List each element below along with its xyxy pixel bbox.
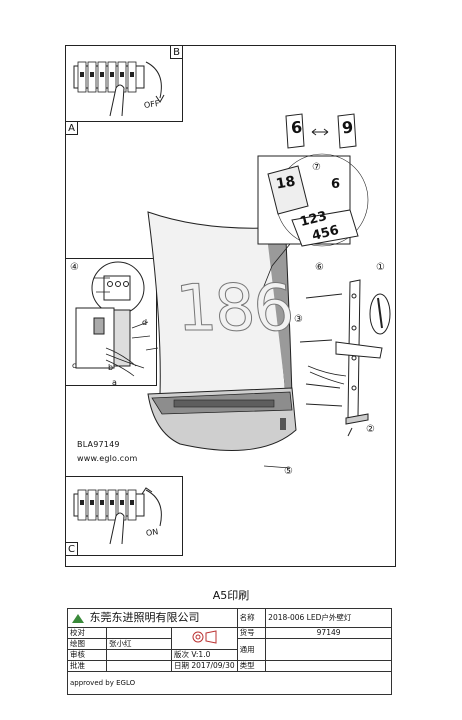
number-plate-detail	[257, 113, 369, 247]
part-label: 货号	[236, 627, 267, 639]
wire-label-c: c	[72, 361, 77, 370]
name-label: 名称	[236, 608, 267, 628]
company-logo-icon	[70, 612, 86, 624]
spec-label: 类型	[236, 660, 267, 672]
step-2-label: ②	[366, 424, 375, 435]
panel-a-tag: A	[65, 121, 78, 135]
approve-label: 批准	[67, 660, 107, 672]
wire-label-b: b	[108, 363, 114, 372]
step-1-label: ①	[376, 262, 385, 273]
model-number: BLA97149	[77, 440, 120, 449]
step-4-label: ④	[70, 262, 79, 273]
draw-value: 张小红	[106, 638, 172, 650]
plate-digit-6: 6	[290, 117, 304, 138]
house-number-display: 186	[173, 272, 295, 347]
step-7-label: ⑦	[312, 162, 321, 173]
panel-c-tag: C	[65, 542, 78, 556]
plate-number-6b: 6	[331, 177, 341, 192]
website: www.eglo.com	[77, 454, 138, 463]
breaker-on-illustration	[73, 487, 162, 545]
draw-label: 绘图	[67, 638, 107, 650]
panel-b-tag: B	[170, 45, 183, 59]
version-cell: 版次 V:1.0	[171, 649, 238, 661]
part-value: 97149	[265, 627, 392, 639]
on-label: ON	[145, 527, 159, 538]
step-3-label: ③	[294, 314, 303, 325]
mounting-bracket-illustration	[299, 279, 391, 437]
breaker-off-illustration	[73, 61, 165, 117]
check-value	[106, 649, 172, 661]
general-label: 通用	[236, 638, 267, 661]
plate-number-18: 18	[274, 173, 297, 193]
proof-label: 校对	[67, 627, 107, 639]
approve-value	[106, 660, 172, 672]
check-label: 审核	[67, 649, 107, 661]
title-block: 东莞东进照明有限公司 名称 2018-006 LED户外壁灯 校对 货号 971…	[67, 608, 392, 695]
general-value	[265, 638, 392, 661]
date-cell: 日期 2017/09/30	[171, 660, 238, 672]
name-value: 2018-006 LED户外壁灯	[265, 608, 392, 628]
wire-label-a: a	[112, 378, 117, 387]
wiring-illustration	[75, 261, 151, 377]
print-size-label: A5印刷	[212, 589, 250, 602]
approved-by: approved by EGLO	[67, 671, 392, 695]
projection-symbol	[171, 627, 238, 650]
wire-label-d: d	[142, 318, 148, 327]
step-6-label: ⑥	[315, 262, 324, 273]
spec-value	[265, 660, 392, 672]
proof-value	[106, 627, 172, 639]
plate-digit-9: 9	[341, 117, 355, 138]
company-name: 东莞东进照明有限公司	[67, 608, 238, 628]
step-5-label: ⑤	[284, 466, 293, 477]
wall-lamp-illustration	[145, 211, 297, 469]
